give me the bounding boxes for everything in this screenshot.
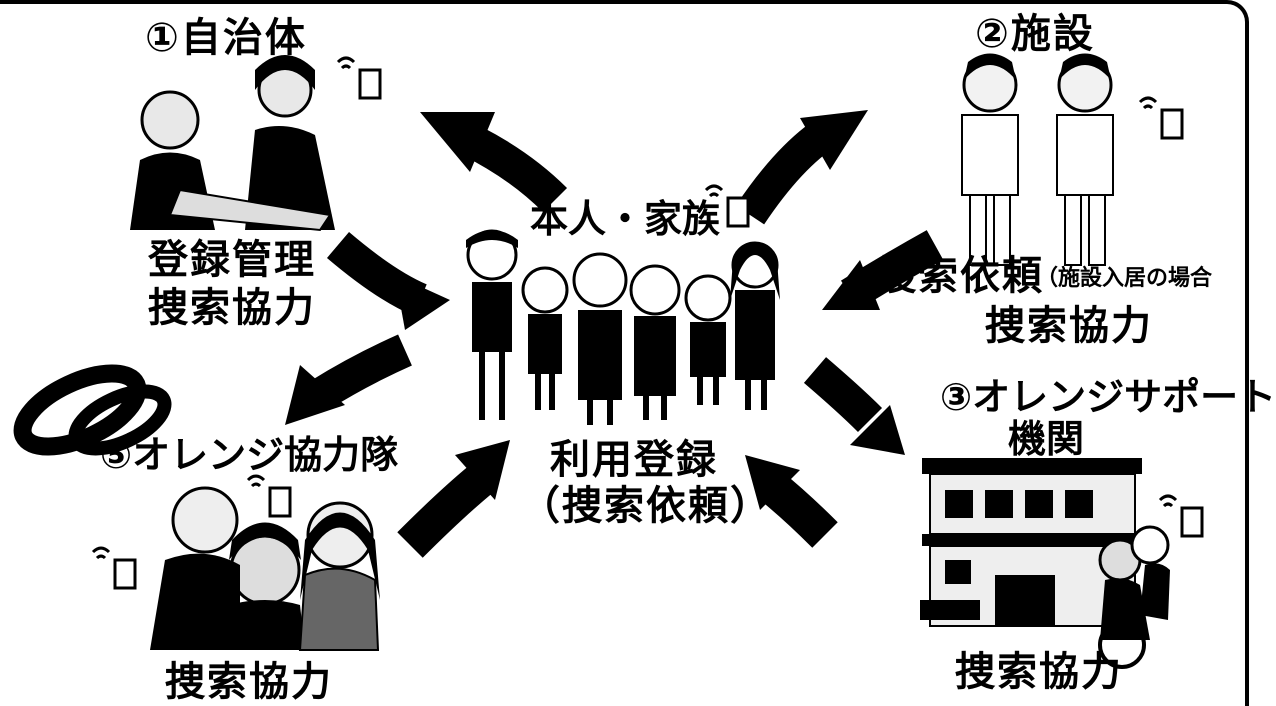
team-illustration	[150, 486, 380, 651]
support-title2: 機関	[1008, 417, 1085, 461]
municipality-title: ①自治体	[145, 15, 307, 61]
center-line2: （捜索依頼）	[520, 483, 772, 529]
page-frame	[0, 0, 1249, 706]
wristband-illustration	[13, 364, 172, 456]
support-title1: ③オレンジサポート	[940, 375, 1276, 419]
team-title: ⑤オレンジ協力隊	[100, 433, 399, 477]
phone-icon-family	[704, 184, 750, 228]
phone-icon-team-right	[246, 474, 292, 518]
facility-illustration	[961, 53, 1114, 266]
facility-request: 捜索依頼	[876, 253, 1044, 299]
arrow-to-team	[285, 334, 412, 425]
diagram-canvas	[13, 53, 1204, 669]
support-line: 捜索協力	[955, 649, 1123, 695]
arrow-from-support	[745, 455, 838, 548]
facility-line2: 捜索協力	[985, 303, 1153, 349]
phone-icon-support	[1158, 494, 1204, 538]
arrow-to-municipality	[420, 112, 568, 213]
phone-icon-team-left	[91, 546, 137, 590]
arrow-from-municipality	[326, 232, 450, 330]
arrow-from-facility	[822, 230, 944, 310]
facility-note: （施設入居の場合	[1036, 266, 1213, 291]
municipality-line1: 登録管理	[148, 237, 316, 283]
municipality-illustration	[126, 55, 341, 232]
team-line: 捜索協力	[165, 659, 333, 705]
center-title: 本人・家族	[530, 197, 721, 241]
building-illustration	[920, 458, 1170, 669]
phone-icon-municipality	[336, 56, 382, 100]
arrow-to-facility	[735, 110, 868, 225]
arrows	[285, 110, 944, 558]
arrow-to-support	[803, 357, 905, 455]
center-line1: 利用登録	[550, 437, 718, 483]
family-illustration	[466, 229, 780, 425]
phone-icon-facility	[1138, 96, 1184, 140]
phone-icons	[91, 56, 1204, 590]
municipality-line2: 捜索協力	[148, 285, 316, 331]
facility-title: ②施設	[975, 11, 1095, 57]
arrow-from-team	[397, 440, 510, 558]
